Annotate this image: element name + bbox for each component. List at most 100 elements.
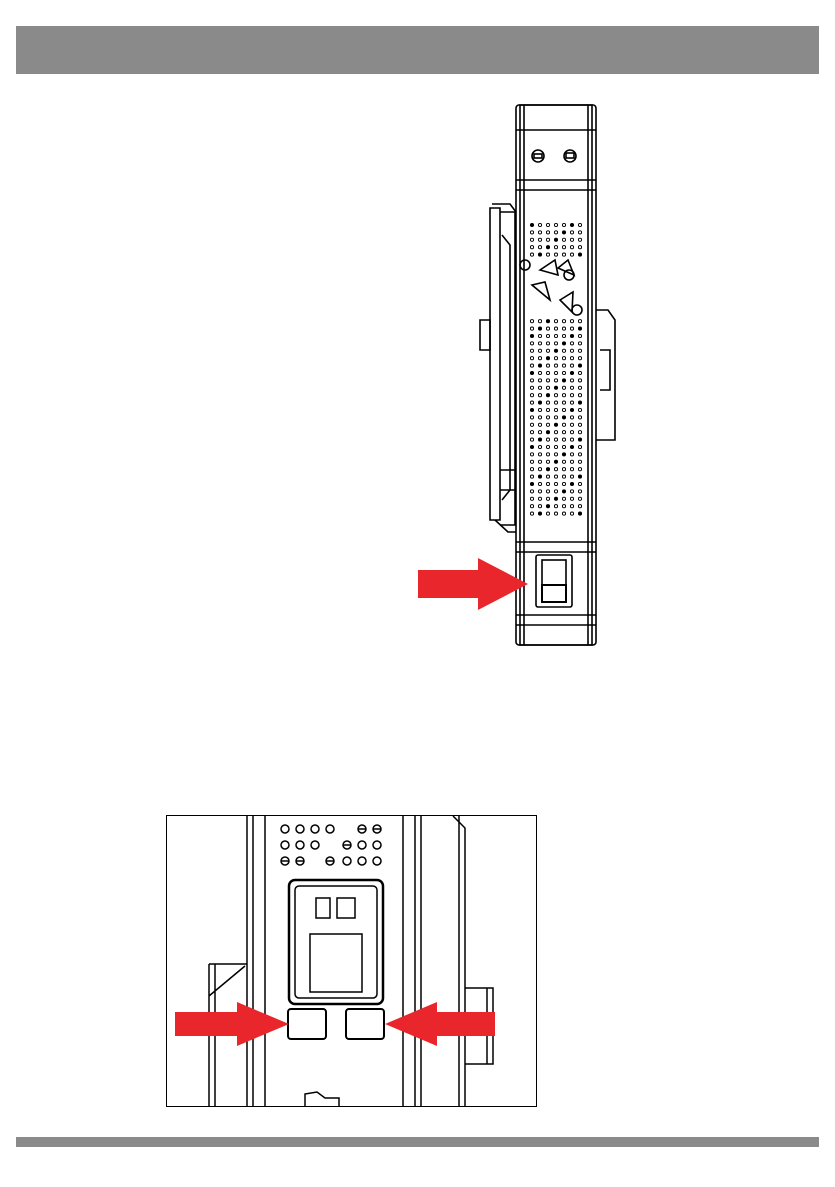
vent-hole	[538, 320, 541, 323]
vent-hole	[538, 490, 541, 493]
vent-hole	[546, 327, 549, 330]
vent-hole	[562, 342, 565, 345]
device-detail-view-figure	[166, 815, 537, 1107]
vent-hole	[578, 364, 581, 367]
vent-hole	[562, 357, 565, 360]
vent-hole	[578, 401, 581, 404]
vent-hole	[554, 445, 557, 448]
vent-hole	[554, 408, 557, 411]
vent-hole	[562, 505, 565, 508]
footer-bar	[16, 1137, 819, 1147]
vent-hole	[538, 460, 541, 463]
vent-hole	[530, 246, 533, 249]
vent-hole	[546, 475, 549, 478]
vent-hole	[578, 460, 581, 463]
vent-hole	[546, 453, 549, 456]
vent-hole	[546, 334, 549, 337]
vent-hole	[562, 438, 565, 441]
vent-hole	[554, 342, 557, 345]
vent-hole	[546, 253, 549, 256]
vent-hole	[538, 334, 541, 337]
vent-hole	[562, 394, 565, 397]
vent-hole	[570, 505, 573, 508]
vent-hole	[530, 357, 533, 360]
vent-hole	[570, 223, 573, 226]
vent-hole	[578, 423, 581, 426]
vent-hole	[562, 431, 565, 434]
vent-hole	[578, 357, 581, 360]
vent-hole	[578, 394, 581, 397]
vent-hole	[538, 231, 541, 234]
vent-hole	[578, 320, 581, 323]
vent-hole	[554, 505, 557, 508]
vent-hole	[570, 453, 573, 456]
vent-hole	[578, 408, 581, 411]
vent-hole	[554, 453, 557, 456]
vent-hole	[538, 482, 541, 485]
vent-hole	[546, 364, 549, 367]
vent-hole	[538, 453, 541, 456]
vent-hole	[570, 416, 573, 419]
vent-hole	[530, 342, 533, 345]
vent-hole	[554, 438, 557, 441]
vent-hole	[570, 342, 573, 345]
vent-hole	[530, 223, 533, 226]
vent-hole	[538, 238, 541, 241]
vent-hole	[538, 364, 541, 367]
vent-hole	[554, 490, 557, 493]
arrow-right-icon	[175, 1002, 289, 1046]
vent-hole	[578, 379, 581, 382]
vent-hole	[538, 357, 541, 360]
vent-hole	[530, 445, 533, 448]
vent-hole	[546, 408, 549, 411]
header-bar	[16, 26, 819, 74]
vent-hole	[578, 371, 581, 374]
vent-hole	[578, 445, 581, 448]
vent-hole	[562, 453, 565, 456]
vent-hole	[562, 490, 565, 493]
arrow-right-icon	[418, 558, 528, 610]
vent-hole	[554, 334, 557, 337]
vent-hole	[530, 505, 533, 508]
vent-hole	[578, 512, 581, 515]
vent-hole	[570, 238, 573, 241]
vent-hole	[530, 327, 533, 330]
vent-hole	[546, 223, 549, 226]
vent-hole	[562, 371, 565, 374]
vent-hole	[554, 364, 557, 367]
vent-hole	[546, 490, 549, 493]
vent-hole	[538, 423, 541, 426]
vent-hole	[570, 246, 573, 249]
vent-hole	[530, 334, 533, 337]
vent-hole	[546, 497, 549, 500]
vent-hole	[546, 357, 549, 360]
vent-hole	[530, 490, 533, 493]
vent-hole	[530, 482, 533, 485]
vent-hole	[554, 468, 557, 471]
vent-hole	[546, 438, 549, 441]
vent-hole	[578, 334, 581, 337]
vent-hole	[554, 253, 557, 256]
vent-hole	[538, 475, 541, 478]
vent-hole	[546, 401, 549, 404]
vent-hole	[530, 349, 533, 352]
vent-hole	[546, 482, 549, 485]
vent-hole	[578, 416, 581, 419]
vent-hole	[554, 357, 557, 360]
vent-hole	[554, 475, 557, 478]
vent-hole	[562, 445, 565, 448]
vent-hole	[546, 320, 549, 323]
vent-hole	[570, 490, 573, 493]
vent-hole	[578, 327, 581, 330]
vent-hole	[554, 497, 557, 500]
vent-hole	[554, 394, 557, 397]
vent-hole	[570, 408, 573, 411]
vent-hole	[578, 505, 581, 508]
vent-hole	[546, 423, 549, 426]
vent-hole	[530, 431, 533, 434]
vent-hole	[562, 231, 565, 234]
vent-hole	[546, 460, 549, 463]
vent-hole	[578, 238, 581, 241]
vent-hole	[546, 468, 549, 471]
vent-hole	[570, 357, 573, 360]
